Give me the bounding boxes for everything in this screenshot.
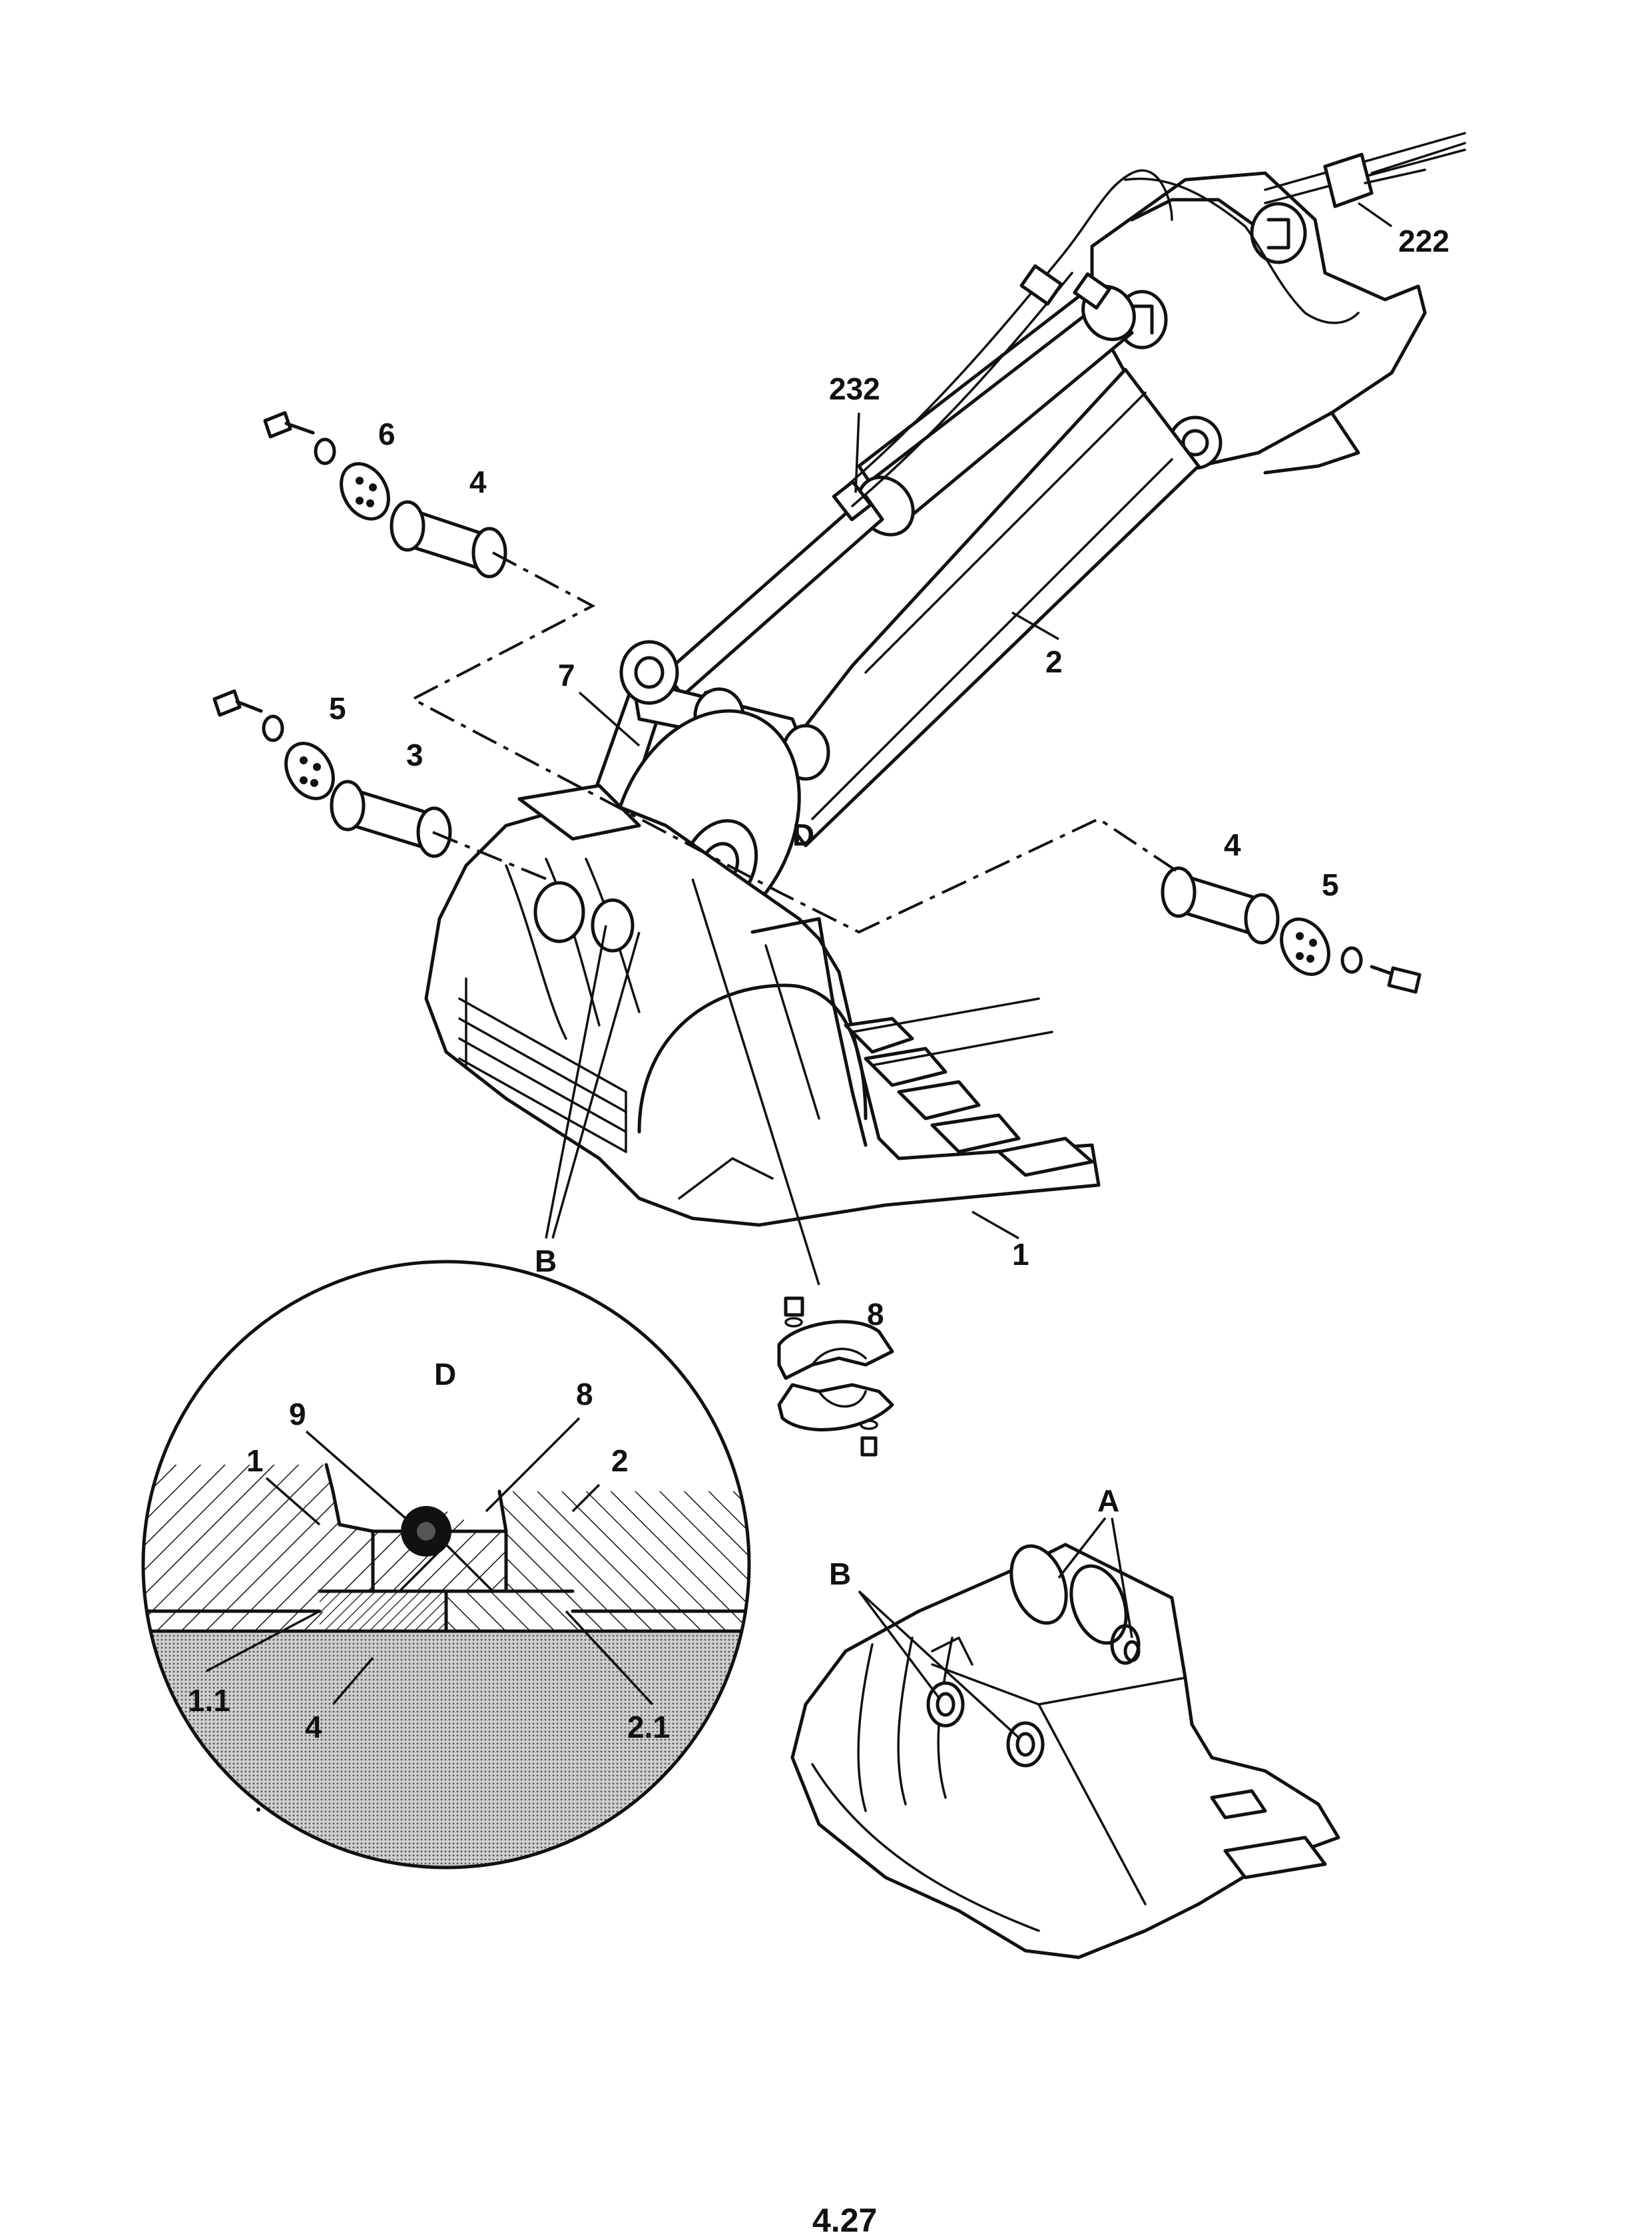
page-number: 4.27 <box>812 2202 877 2237</box>
label-d: D <box>792 818 814 852</box>
label-222: 222 <box>1398 224 1450 258</box>
label-1: 1 <box>1012 1237 1029 1272</box>
view-label-b: B <box>829 1557 851 1591</box>
detail-label-1-1: 1.1 <box>188 1683 230 1718</box>
label-5-right: 5 <box>1322 868 1339 902</box>
label-4-upper: 4 <box>469 465 487 499</box>
label-4-right: 4 <box>1224 828 1241 862</box>
half-clamps-8 <box>777 1296 894 1457</box>
center-lines <box>410 551 1180 934</box>
exploded-parts-right <box>1161 866 1422 994</box>
leader-lines <box>206 202 1393 1739</box>
detail-d-title: D <box>434 1357 456 1391</box>
detail-label-4: 4 <box>305 1710 322 1744</box>
detail-label-2: 2 <box>611 1443 629 1478</box>
hose-fitting-222 <box>1264 132 1466 208</box>
detail-label-9: 9 <box>289 1397 306 1431</box>
bucket-cylinder <box>664 169 1360 698</box>
detail-label-8: 8 <box>576 1377 593 1411</box>
detail-label-2-1: 2.1 <box>627 1710 670 1744</box>
label-b: B <box>535 1244 557 1278</box>
label-5-left: 5 <box>329 691 346 726</box>
label-232: 232 <box>829 372 880 406</box>
label-6: 6 <box>378 417 396 451</box>
label-7: 7 <box>558 658 575 692</box>
detail-label-1: 1 <box>246 1443 264 1478</box>
callout-labels: 222 232 6 4 2 7 5 3 D 4 5 B 1 8 D 9 8 1 … <box>188 224 1450 2237</box>
bucket-view <box>790 1543 1340 1959</box>
label-8: 8 <box>867 1297 884 1332</box>
main-bucket <box>424 784 1101 1227</box>
exploded-parts-left <box>212 411 507 858</box>
label-3: 3 <box>406 738 423 772</box>
arm-boom <box>757 171 1427 848</box>
view-label-a: A <box>1097 1483 1119 1518</box>
label-2: 2 <box>1045 644 1063 679</box>
